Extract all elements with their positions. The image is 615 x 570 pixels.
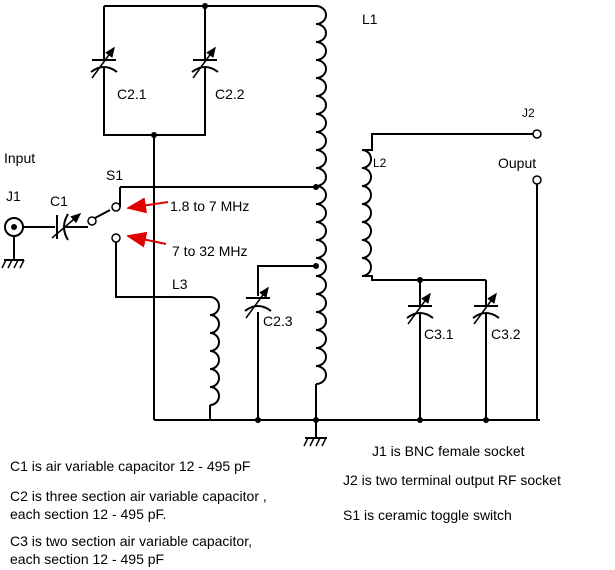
label-l3: L3 (172, 276, 188, 292)
note-c2-line1: C2 is three section air variable capacit… (10, 488, 267, 504)
capacitor-c3-2 (472, 280, 500, 423)
capacitor-c2-2 (191, 46, 219, 79)
connector-j2 (486, 129, 542, 421)
tap-wire-c2-3 (257, 265, 316, 420)
ground-symbol-main (303, 420, 327, 447)
label-output: Ouput (498, 155, 536, 171)
connector-j1 (4, 217, 24, 260)
note-s1: S1 is ceramic toggle switch (343, 507, 512, 523)
label-input: Input (4, 150, 35, 166)
capacitor-c1 (51, 213, 88, 241)
label-c3-2: C3.2 (491, 326, 521, 342)
inductor-l2 (361, 133, 533, 283)
label-c2-1: C2.1 (117, 86, 147, 102)
ground-symbol-j1 (1, 259, 25, 269)
label-c1: C1 (50, 193, 68, 209)
note-j2: J2 is two terminal output RF socket (343, 472, 561, 488)
capacitor-c2-3 (244, 286, 272, 423)
label-band-low: 1.8 to 7 MHz (170, 198, 249, 214)
switch-s1 (87, 187, 210, 298)
label-j2: J2 (522, 106, 535, 120)
label-c2-2: C2.2 (215, 86, 245, 102)
label-j1: J1 (6, 188, 21, 204)
label-c3-1: C3.1 (424, 326, 454, 342)
label-c2-3: C2.3 (263, 313, 293, 329)
c2-1-c2-2-network (103, 3, 316, 138)
note-c2-line2: each section 12 - 495 pF. (10, 506, 167, 522)
note-c1: C1 is air variable capacitor 12 - 495 pF (10, 458, 251, 474)
capacitor-c2-1 (90, 46, 118, 79)
note-j1: J1 is BNC female socket (372, 443, 525, 459)
note-c3-line1: C3 is two section air variable capacitor… (10, 533, 252, 549)
arrow-high-band (126, 231, 167, 248)
note-c3-line2: each section 12 - 495 pF (10, 551, 165, 567)
label-s1: S1 (106, 167, 123, 183)
inductor-l3 (209, 296, 220, 420)
label-band-high: 7 to 32 MHz (172, 243, 247, 259)
inductor-l1 (313, 5, 327, 423)
arrow-low-band (126, 197, 169, 214)
label-l1: L1 (362, 11, 378, 27)
capacitor-c3-1 (406, 280, 434, 423)
label-l2: L2 (373, 156, 387, 170)
